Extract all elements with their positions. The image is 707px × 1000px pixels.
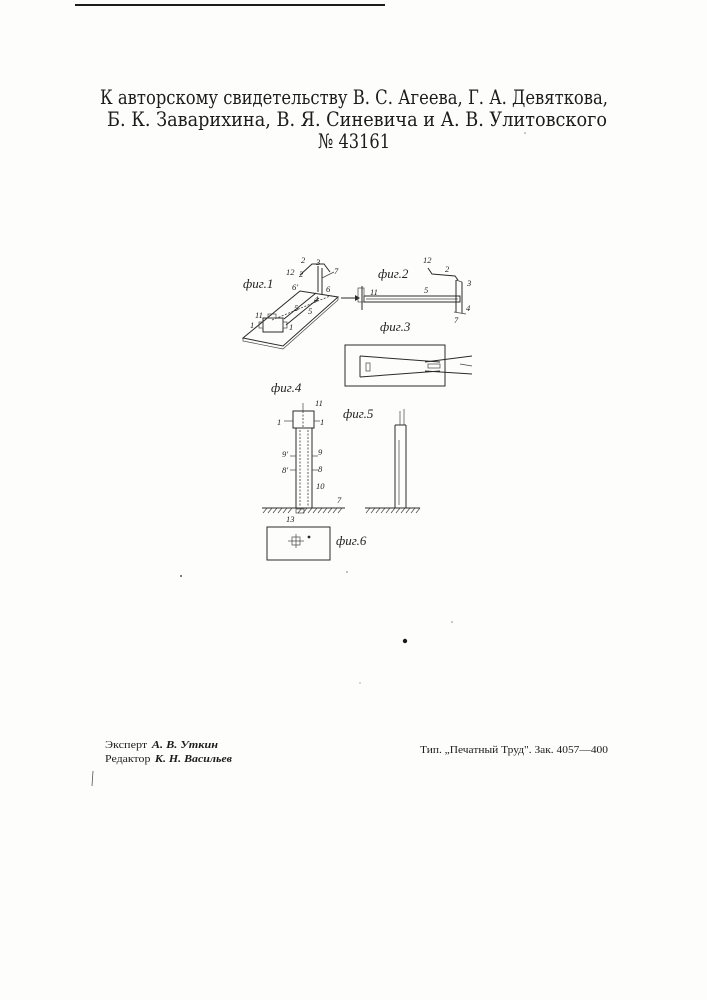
editor-credit: Редактор К. Н. Васильев [105, 754, 232, 765]
fig5-ground-hatching [366, 508, 420, 513]
fig3-tongue-bottom [425, 371, 472, 374]
fig3-tongue-top [425, 356, 472, 362]
scan-speck [524, 132, 526, 134]
fig1-part-number: 1 [289, 322, 293, 332]
scan-speck [403, 639, 407, 643]
fig4-part-number: 7 [337, 495, 342, 505]
fig2-label: фиг.2 [378, 266, 409, 281]
fig5-drawing: фиг.5 [343, 406, 420, 513]
scan-mark [92, 771, 93, 786]
fig1-top-lever [300, 264, 330, 275]
fig1-block [263, 318, 283, 332]
fig2-part-number: 5 [424, 285, 428, 295]
fig2-part-number: 7 [454, 315, 459, 325]
fig5-label: фиг.5 [343, 406, 374, 421]
fig4-drawing: фиг.4 11 1 1 9' 9 8' 8 10 7 13 [262, 380, 345, 524]
fig2-drawing: фиг.2 12 2 3 5 11 4 7 [341, 255, 471, 325]
editor-role: Редактор [105, 754, 150, 765]
fig4-part-number: 8' [282, 465, 288, 475]
fig6-label: фиг.6 [336, 533, 367, 548]
fig1-part-number: 12 [286, 267, 295, 277]
fig6-hole [308, 536, 311, 539]
fig2-part-number: 3 [466, 278, 471, 288]
fig1-part-number: 2 [299, 269, 304, 279]
fig1-part-number: 1 [250, 320, 254, 330]
fig1-center-line [272, 296, 330, 320]
fig4-part-number: 9 [318, 447, 323, 457]
fig3-label: фиг.3 [380, 319, 411, 334]
fig3-tongue-insert [428, 364, 440, 368]
fig1-drawing: фиг.1 2 12 2 3 7 6' 6 4 5 5 11 1 1 [243, 255, 339, 349]
fig4-part-number: 8 [318, 464, 323, 474]
printer-info: Тип. „Печатный Труд". Зак. 4057—400 [420, 745, 608, 756]
fig1-part-number: 6 [326, 284, 331, 294]
fig4-part-number: 13 [286, 514, 295, 524]
fig1-part-number: 6' [292, 282, 298, 292]
fig3-wedge-top [360, 356, 440, 362]
fig2-part-number: 2 [445, 264, 450, 274]
fig2-right-post-top [456, 280, 462, 282]
scan-speck [359, 682, 360, 683]
fig1-side-arm [322, 272, 334, 278]
fig1-label: фиг.1 [243, 276, 273, 291]
fig6-drawing: фиг.6 [267, 527, 367, 560]
fig1-part-number: 7 [334, 266, 339, 276]
fig4-top-block [293, 411, 314, 428]
fig4-label: фиг.4 [271, 380, 302, 395]
fig3-tongue-split [460, 364, 472, 366]
fig2-top-lever [428, 268, 458, 280]
patent-number: № 43161 [318, 129, 390, 153]
editor-name: К. Н. Васильев [154, 754, 233, 765]
fig4-part-number: 1 [277, 417, 281, 427]
fig4-part-number: 9' [282, 449, 288, 459]
fig3-wedge-bottom [360, 371, 440, 377]
expert-name: А. В. Уткин [151, 740, 218, 751]
scan-speck [451, 621, 453, 623]
fig4-part-number: 11 [315, 398, 323, 408]
fig2-part-number: 12 [423, 255, 432, 265]
fig6-frame [267, 527, 330, 560]
header-line-2: Б. К. Заварихина, В. Я. Синевича и А. В.… [107, 107, 607, 131]
fig3-slot [366, 363, 370, 371]
fig1-part-number: 11 [255, 310, 263, 320]
fig1-part-number: 3 [315, 257, 320, 267]
fig2-arrow-head [355, 295, 360, 301]
fig4-part-number: 1 [320, 417, 324, 427]
expert-credit: ЭкспертА. В. Уткин [105, 740, 218, 751]
fig2-left-block [358, 288, 364, 302]
fig1-part-number: 5 [294, 303, 298, 313]
scan-speck [180, 575, 182, 577]
scan-speck [346, 571, 348, 573]
fig1-part-number: 5 [308, 306, 312, 316]
expert-role: Эксперт [105, 740, 148, 751]
header-line-1: К авторскому свидетельству В. С. Агеева,… [100, 85, 608, 109]
fig3-drawing: фиг.3 [345, 319, 472, 386]
fig2-base [454, 312, 466, 314]
fig4-part-number: 10 [316, 481, 325, 491]
fig1-part-number: 2 [301, 255, 306, 265]
fig2-part-number: 4 [466, 303, 471, 313]
fig2-part-number: 11 [370, 287, 378, 297]
